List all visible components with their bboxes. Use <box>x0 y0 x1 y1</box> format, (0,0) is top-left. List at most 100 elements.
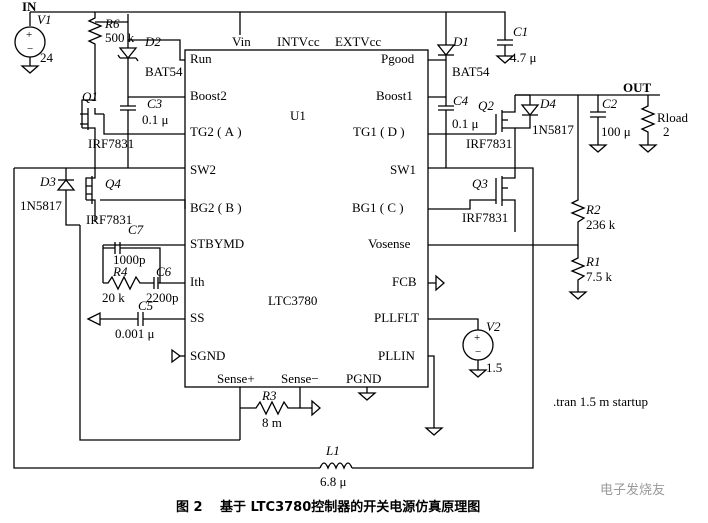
rload-label: Rload <box>657 110 689 125</box>
pin-sw2: SW2 <box>190 162 216 177</box>
pin-pllin: PLLIN <box>378 348 415 363</box>
c3-capacitor <box>120 97 136 114</box>
ic-part: LTC3780 <box>268 293 317 308</box>
q3-label: Q3 <box>472 176 488 191</box>
wire-pllflt <box>428 318 479 330</box>
pin-sense-plus: Sense+ <box>217 371 255 386</box>
ic-body <box>184 49 429 388</box>
q4-mosfet <box>85 168 96 222</box>
c7-label: C7 <box>128 222 144 237</box>
r1-value: 7.5 k <box>586 269 613 284</box>
rload-resistor <box>640 95 656 145</box>
d3-part: 1N5817 <box>20 198 62 213</box>
ic-name: U1 <box>290 108 306 123</box>
wire-q4-source <box>79 225 240 441</box>
r4-label: R4 <box>112 264 128 279</box>
svg-text:−: − <box>27 43 33 55</box>
pin-vin: Vin <box>232 34 251 49</box>
label-out: OUT <box>623 80 652 95</box>
c4-capacitor <box>438 97 454 168</box>
c2-ground <box>588 144 608 153</box>
q2-label: Q2 <box>478 98 494 113</box>
pin-vosense: Vosense <box>368 236 411 251</box>
c6-value: 2200p <box>146 290 179 305</box>
label-in: IN <box>22 0 37 14</box>
wire-boost1 <box>428 55 447 98</box>
svg-text:+: + <box>474 332 480 344</box>
c2-value: 100 μ <box>601 124 631 139</box>
d2-diode <box>118 47 138 60</box>
c4-value: 0.1 μ <box>452 116 479 131</box>
sgnd-arrow <box>171 348 182 364</box>
d2-part: BAT54 <box>145 64 183 79</box>
c7-capacitor <box>103 242 161 283</box>
watermark-text: 电子发烧友 <box>600 482 665 498</box>
q1-part: IRF7831 <box>88 136 134 151</box>
spice-directive: .tran 1.5 m startup <box>553 394 648 409</box>
q3-part: IRF7831 <box>462 210 508 225</box>
c6-label: C6 <box>156 264 172 279</box>
pgnd-ground <box>357 387 377 401</box>
r3-value: 8 m <box>262 415 282 430</box>
d4-part: 1N5817 <box>532 122 574 137</box>
c1-value: 4.7 μ <box>510 50 537 65</box>
pin-pgood: Pgood <box>381 51 415 66</box>
rload-ground <box>638 144 658 153</box>
pin-pgnd: PGND <box>346 371 381 386</box>
d1-label: D1 <box>452 34 469 49</box>
v1-ground <box>20 57 40 74</box>
wire-sw2 <box>94 150 185 169</box>
pin-intvcc: INTVcc <box>277 34 320 49</box>
r6-label: R6 <box>104 16 120 31</box>
svg-text:−: − <box>475 346 481 358</box>
q1-mosfet <box>81 108 96 150</box>
r3-resistor <box>240 400 300 416</box>
c4-label: C4 <box>453 93 469 108</box>
q2-mosfet <box>495 95 516 150</box>
c2-capacitor <box>590 95 606 145</box>
v2-value: 1.5 <box>486 360 502 375</box>
l1-label: L1 <box>325 443 340 458</box>
pin-sgnd: SGND <box>190 348 225 363</box>
pin-extvcc: EXTVcc <box>335 34 381 49</box>
wire-tg2 <box>103 114 185 135</box>
wire-pllin <box>428 355 435 428</box>
r4-resistor <box>103 275 148 291</box>
wire-left-loop <box>13 168 320 469</box>
rload-value: 2 <box>663 124 670 139</box>
c7-value: 1000p <box>113 252 146 267</box>
c1-ground <box>495 55 515 64</box>
r1-resistor <box>570 245 586 292</box>
d1-part: BAT54 <box>452 64 490 79</box>
d1-diode <box>436 44 456 57</box>
sense-minus-ground <box>299 387 321 417</box>
r6-value: 500 k <box>105 30 135 45</box>
figure-caption: 基于 LTC3780控制器的开关电源仿真原理图 <box>219 499 480 515</box>
l1-value: 6.8 μ <box>320 474 347 489</box>
pin-ith: Ith <box>190 274 205 289</box>
c1-capacitor <box>497 24 513 56</box>
q3-mosfet <box>495 168 516 222</box>
wire-in-rail <box>30 11 241 35</box>
wire-in-to-c1 <box>240 11 506 24</box>
v1-label: V1 <box>37 12 51 27</box>
v1-value: 24 <box>40 50 54 65</box>
r4-value: 20 k <box>102 290 125 305</box>
v2-label: V2 <box>486 319 501 334</box>
c6-capacitor <box>148 277 185 289</box>
c5-value: 0.001 μ <box>115 326 155 341</box>
r1-ground <box>568 291 588 300</box>
c5-label: C5 <box>138 298 154 313</box>
pin-boost1: Boost1 <box>376 88 413 103</box>
c5-capacitor <box>100 312 185 326</box>
pin-fcb: FCB <box>392 274 417 289</box>
d3-diode <box>56 178 76 191</box>
c1-label: C1 <box>513 24 528 39</box>
r6-resistor <box>87 12 103 50</box>
wire-bg2 <box>100 199 186 209</box>
d4-diode <box>520 104 540 117</box>
c3-value: 0.1 μ <box>142 112 169 127</box>
svg-text:+: + <box>26 29 32 41</box>
